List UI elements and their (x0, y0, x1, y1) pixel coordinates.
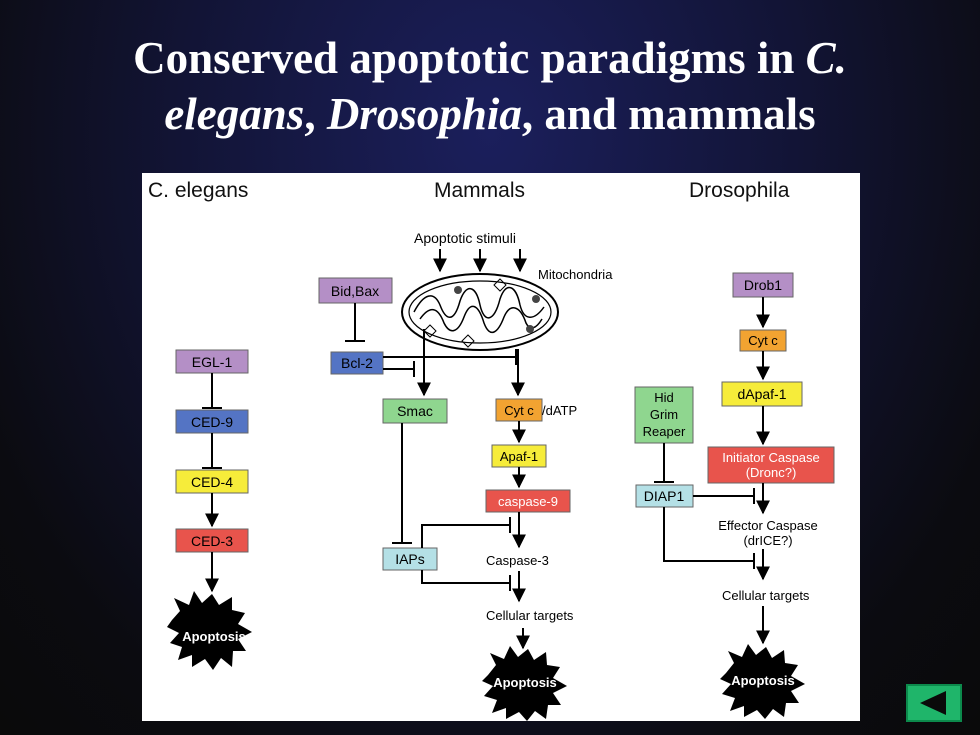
inhibition-line (421, 524, 510, 548)
caspase9-label: caspase-9 (498, 494, 558, 509)
slide-title: Conserved apoptotic paradigms in C. eleg… (0, 30, 980, 142)
celegans-pathway: EGL-1 CED-9 CED-4 CED-3 Apoptosis (167, 349, 252, 670)
cytc-label: Cyt c (748, 333, 778, 348)
cellular-targets-label: Cellular targets (486, 608, 574, 623)
column-heading-drosophila: Drosophila (689, 179, 790, 202)
apoptotic-stimuli-label: Apoptotic stimuli (414, 230, 516, 246)
dapaf1-label: dApaf-1 (737, 386, 786, 402)
title-line-2: elegans, Drosophia, and mammals (0, 86, 980, 142)
effector-caspase-label: Effector Caspase (718, 518, 817, 533)
title-line-1: Conserved apoptotic paradigms in C. (0, 30, 980, 86)
reaper-label: Reaper (643, 424, 686, 439)
column-heading-celegans: C. elegans (148, 179, 248, 202)
inhibition-line (663, 507, 754, 562)
initiator-caspase-box (707, 446, 835, 484)
column-heading-mammals: Mammals (434, 179, 525, 202)
bcl2-label: Bcl-2 (341, 355, 373, 371)
apoptosis-burst-icon (167, 591, 252, 670)
apoptosis-label: Apoptosis (182, 629, 246, 644)
smac-label: Smac (397, 403, 433, 419)
title-text-italic: elegans (164, 89, 305, 139)
apoptosis-label: Apoptosis (493, 675, 557, 690)
apaf1-label: Apaf-1 (500, 449, 538, 464)
apoptosis-burst-icon (720, 644, 805, 719)
apoptosis-burst-icon (482, 646, 567, 721)
mammals-pathway: Apoptotic stimuli Mitochondria Bid,Bax B… (318, 230, 613, 721)
dapaf1-box (721, 381, 803, 407)
title-text: , (304, 89, 327, 139)
title-text-italic: C. (805, 33, 847, 83)
ced9-label: CED-9 (191, 414, 233, 430)
iaps-box (382, 547, 438, 571)
initiator-caspase-label: Initiator Caspase (722, 450, 820, 465)
initiator-caspase-sublabel: (Dronc?) (746, 465, 797, 480)
drob1-label: Drob1 (744, 277, 782, 293)
caspase9-box (485, 489, 571, 513)
pathway-figure: C. elegans Mammals Drosophila EGL-1 CED-… (142, 173, 860, 721)
hid-label: Hid (654, 390, 674, 405)
title-text-italic: Drosophia (326, 89, 522, 139)
inhibition-line (421, 570, 510, 584)
caspase3-label: Caspase-3 (486, 553, 549, 568)
hid-grim-reaper-box (634, 386, 694, 444)
pathway-diagram: C. elegans Mammals Drosophila EGL-1 CED-… (148, 179, 835, 721)
ced4-label: CED-4 (191, 474, 233, 490)
diap1-label: DIAP1 (644, 488, 685, 504)
effector-caspase-sublabel: (drICE?) (743, 533, 792, 548)
mitochondria-label: Mitochondria (538, 267, 613, 282)
title-text: Conserved apoptotic paradigms in (133, 33, 806, 83)
back-arrow-icon (920, 691, 946, 715)
cytc-label: Cyt c (504, 403, 534, 418)
cellular-targets-label: Cellular targets (722, 588, 810, 603)
bidbax-label: Bid,Bax (331, 283, 379, 299)
back-button[interactable] (906, 684, 962, 722)
egl1-label: EGL-1 (192, 354, 233, 370)
mitochondria-icon (401, 273, 559, 351)
title-text: , and mammals (521, 89, 816, 139)
datp-label: /dATP (542, 403, 577, 418)
grim-label: Grim (650, 407, 678, 422)
drosophila-pathway: Drob1 Cyt c dApaf-1 Hid Grim Reaper Init… (634, 272, 835, 719)
bidbax-box (318, 277, 393, 304)
ced3-label: CED-3 (191, 533, 233, 549)
smac-box (382, 398, 448, 424)
apoptosis-label: Apoptosis (731, 673, 795, 688)
drob1-box (732, 272, 794, 298)
bcl2-box (330, 351, 384, 375)
iaps-label: IAPs (395, 551, 425, 567)
